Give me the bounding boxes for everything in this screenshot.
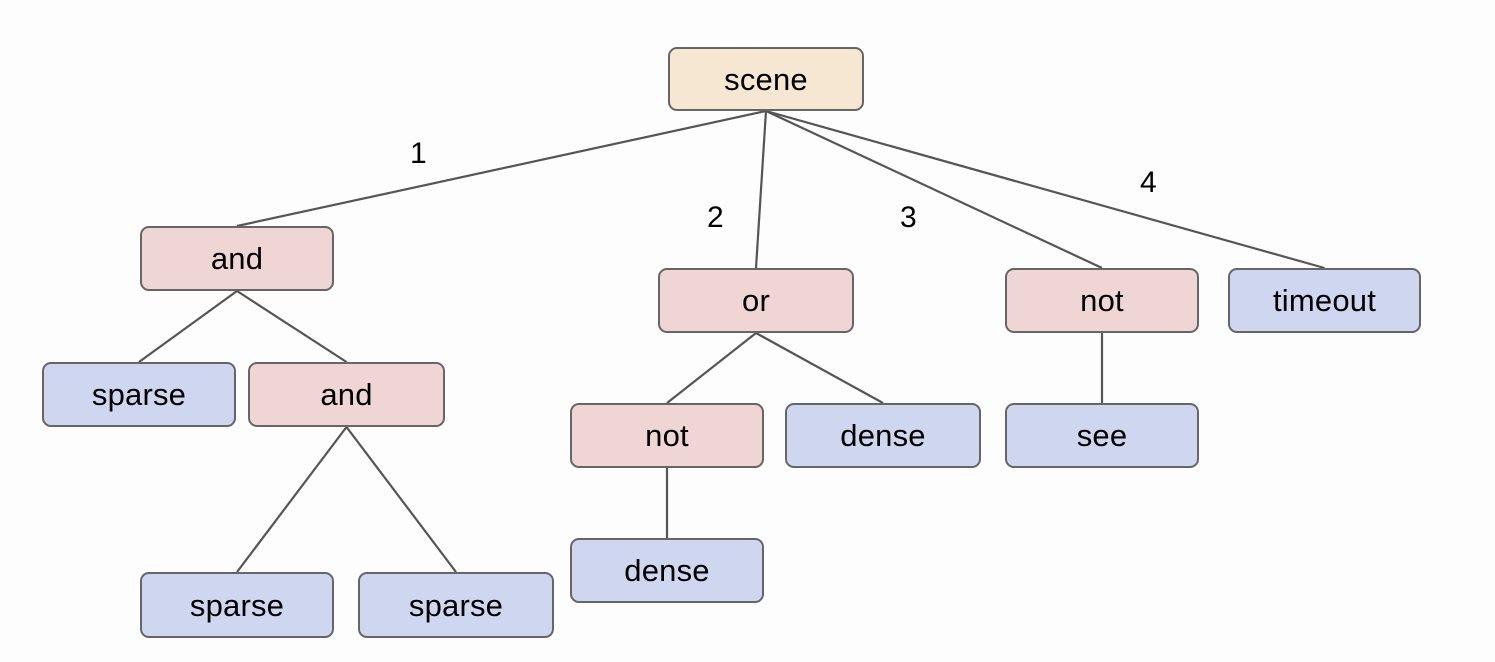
tree-node-label: sparse	[408, 587, 504, 623]
tree-node-label: sparse	[91, 377, 187, 412]
tree-node-label: scene	[724, 61, 808, 97]
tree-node-label: not	[645, 418, 689, 453]
tree-node-label: and	[210, 241, 264, 276]
tree-node-label: or	[742, 283, 770, 318]
tree-edge-and2-sparse2	[236, 426, 348, 573]
tree-node-dense_m[interactable]: dense	[785, 403, 981, 468]
tree-node-label: and	[320, 377, 373, 412]
tree-node-label: timeout	[1272, 283, 1377, 318]
tree-node-see[interactable]: see	[1005, 403, 1199, 468]
tree-node-label: not	[1080, 283, 1124, 318]
edge-label-4: 4	[1140, 166, 1157, 199]
edge-label-1: 1	[410, 137, 427, 170]
edge-label-3: 3	[900, 201, 917, 234]
edge-label-2: 2	[707, 201, 724, 234]
tree-node-timeout[interactable]: timeout	[1228, 268, 1421, 333]
tree-edge-scene-or1	[754, 110, 768, 269]
tree-node-label: dense	[840, 418, 926, 453]
tree-edge-scene-timeout	[765, 109, 1325, 270]
tree-node-sparse3[interactable]: sparse	[358, 572, 554, 638]
tree-node-scene[interactable]: scene	[668, 47, 864, 111]
tree-edge-and2-sparse3	[345, 426, 457, 573]
tree-node-not_m[interactable]: not	[570, 403, 764, 468]
tree-edge-and1-sparse1	[138, 290, 238, 363]
tree-edge-or1-dense_m	[755, 332, 884, 404]
tree-node-sparse2[interactable]: sparse	[140, 572, 334, 638]
tree-node-label: sparse	[189, 587, 285, 623]
tree-node-label: dense	[624, 553, 710, 588]
tree-node-not_r[interactable]: not	[1005, 268, 1199, 333]
tree-edge-or1-not_m	[666, 332, 757, 404]
tree-node-and2[interactable]: and	[248, 362, 445, 427]
tree-node-dense_b[interactable]: dense	[570, 538, 764, 603]
tree-edge-scene-not_r	[765, 110, 1103, 269]
tree-edge-scene-and1	[236, 109, 767, 228]
tree-node-or1[interactable]: or	[658, 268, 854, 333]
tree-edge-and1-and2	[236, 290, 348, 363]
tree-node-and1[interactable]: and	[140, 226, 334, 291]
tree-node-sparse1[interactable]: sparse	[42, 362, 236, 427]
tree-node-label: see	[1076, 418, 1128, 453]
